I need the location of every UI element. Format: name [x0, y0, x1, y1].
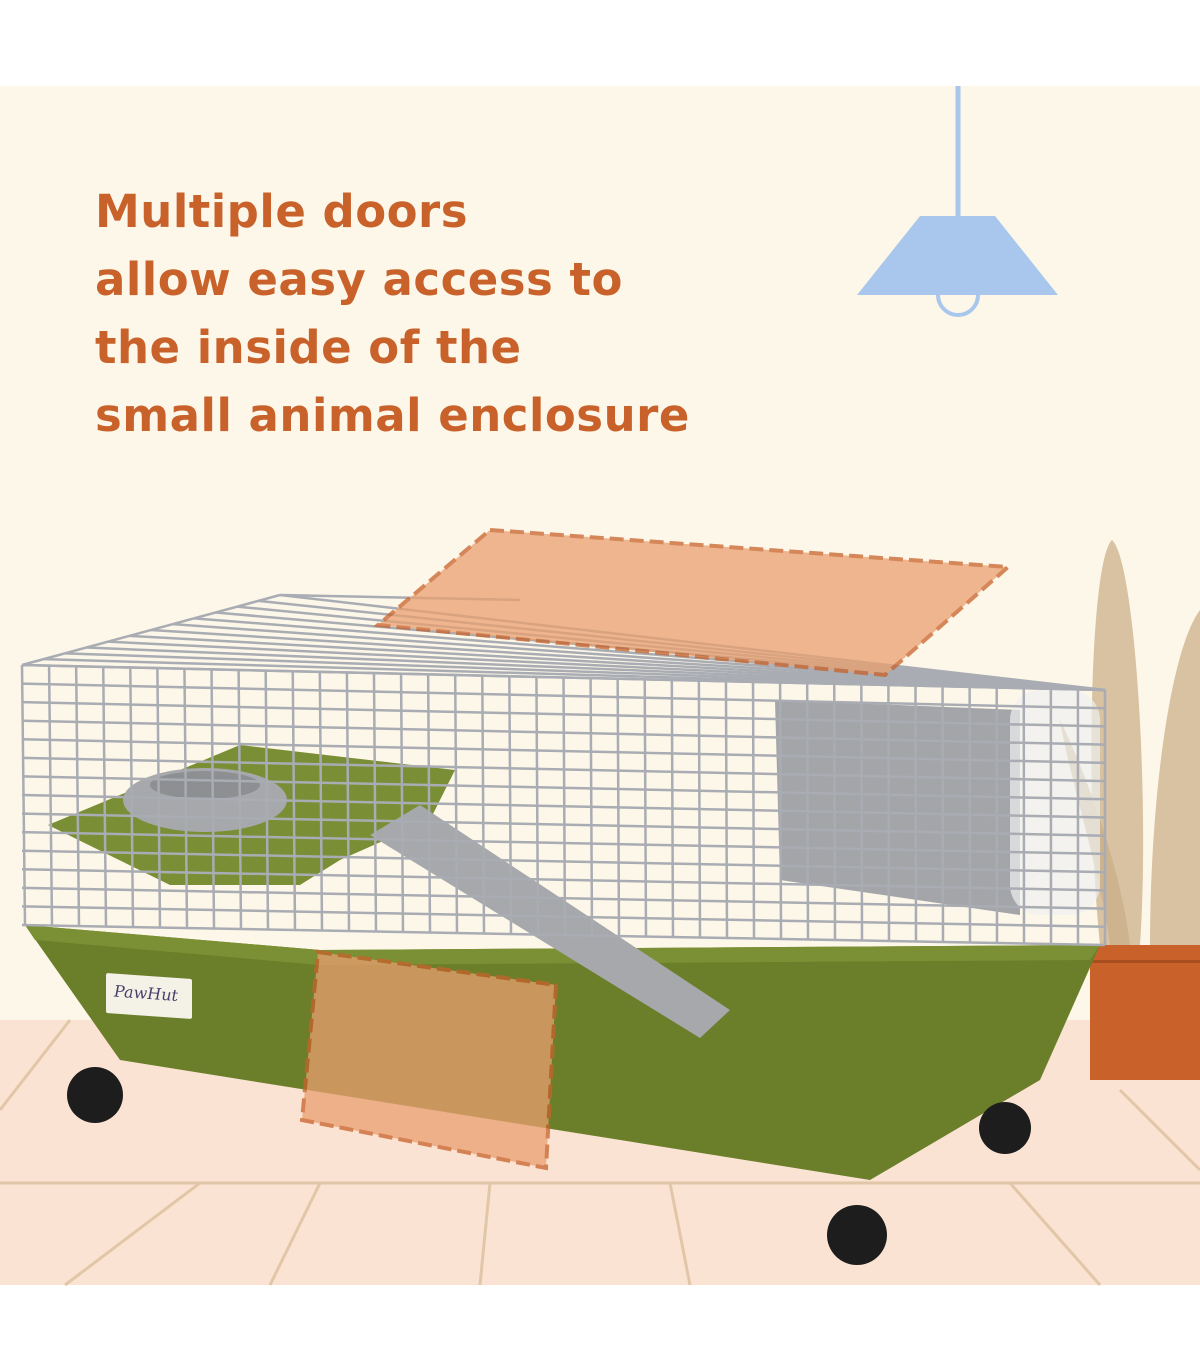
wire — [193, 617, 1106, 692]
headline-line: Multiple doors — [95, 185, 469, 238]
wire — [172, 622, 1106, 692]
front-door-highlight[interactable] — [299, 949, 559, 1171]
brand-logo: PawHut — [106, 972, 192, 1020]
wheel — [827, 1205, 887, 1265]
pet-cage — [20, 527, 1107, 1265]
floor-tile-lines — [0, 1019, 1200, 1287]
wire — [21, 793, 1106, 819]
ramp — [370, 805, 730, 1038]
wire — [21, 700, 1106, 728]
wire — [21, 905, 1106, 929]
headline-line: the inside of the — [95, 321, 522, 374]
wire — [21, 682, 1106, 710]
wire — [21, 593, 281, 667]
wire — [21, 812, 1106, 837]
wire — [21, 849, 1106, 874]
wire — [21, 756, 1106, 783]
plant-pot — [1090, 945, 1200, 1080]
headline-line: small animal enclosure — [95, 389, 690, 442]
wire — [21, 886, 1106, 910]
top-door-highlight[interactable] — [373, 527, 1013, 678]
wire — [21, 738, 1106, 765]
wheel — [979, 1102, 1031, 1154]
caster-wheels — [67, 1067, 1031, 1265]
brand-logo-text: PawHut — [114, 981, 178, 1006]
cage-base-tray — [25, 925, 1100, 1180]
wire — [21, 719, 1106, 746]
wire — [21, 830, 1106, 856]
headline: Multiple doors allow easy access to the … — [95, 178, 690, 450]
hay-rack — [775, 700, 1020, 915]
wire — [21, 775, 1106, 801]
wire — [21, 923, 1106, 947]
headline-line: allow easy access to — [95, 253, 623, 306]
wire — [21, 868, 1106, 892]
wheel — [67, 1067, 123, 1123]
lamp-icon — [857, 86, 1058, 317]
